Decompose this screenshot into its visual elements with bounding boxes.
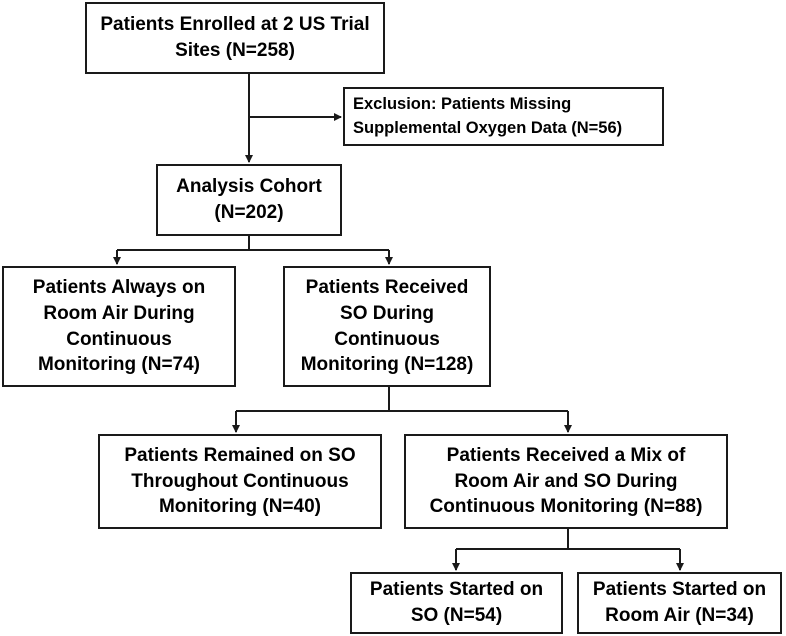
analysis-cohort-box: Analysis Cohort (N=202) [156,164,342,236]
room-air-line-4: Monitoring (N=74) [37,354,201,376]
exclusion-line-2: Supplemental Oxygen Data (N=56) [353,118,623,137]
started-air-line-2: Room Air (N=34) [605,605,754,626]
started-so-line-1: Patients Started on [369,579,544,601]
cohort-line-1: Analysis Cohort [176,176,322,198]
received-so-box: Patients Received SO During Continuous M… [283,266,491,387]
remained-line-3: Monitoring (N=40) [158,496,321,518]
remained-line-2: Throughout Continuous [131,470,349,492]
room-air-line-2: Room Air During [43,302,195,324]
cohort-line-2: (N=202) [214,202,284,223]
started-so-line-2: SO (N=54) [410,605,503,626]
enrolled-line-1: Patients Enrolled at 2 US Trial [100,14,370,36]
mix-line-3: Continuous Monitoring (N=88) [429,496,703,518]
exclusion-line-1: Patients Missing [436,95,572,114]
room-air-line-3: Continuous [66,328,172,350]
mix-line-1: Patients Received a Mix of [446,445,686,467]
enrolled-box: Patients Enrolled at 2 US Trial Sites (N… [85,2,385,74]
remained-so-box: Patients Remained on SO Throughout Conti… [98,434,382,529]
always-room-air-box: Patients Always on Room Air During Conti… [2,266,236,387]
received-so-line-4: Monitoring (N=128) [300,354,474,376]
exclusion-label: Exclusion: [353,95,437,114]
remained-line-1: Patients Remained on SO [124,445,356,467]
enrolled-line-2: Sites (N=258) [175,40,295,61]
room-air-line-1: Patients Always on [32,277,206,299]
started-so-box: Patients Started on SO (N=54) [350,572,563,634]
started-air-line-1: Patients Started on [592,579,767,601]
received-so-line-3: Continuous [334,328,440,350]
exclusion-box: Exclusion: Patients Missing Supplemental… [343,87,664,146]
started-room-air-box: Patients Started on Room Air (N=34) [577,572,782,634]
received-so-line-1: Patients Received [305,277,469,299]
mix-box: Patients Received a Mix of Room Air and … [404,434,728,529]
received-so-line-2: SO During [340,302,434,324]
mix-line-2: Room Air and SO During [454,470,678,492]
